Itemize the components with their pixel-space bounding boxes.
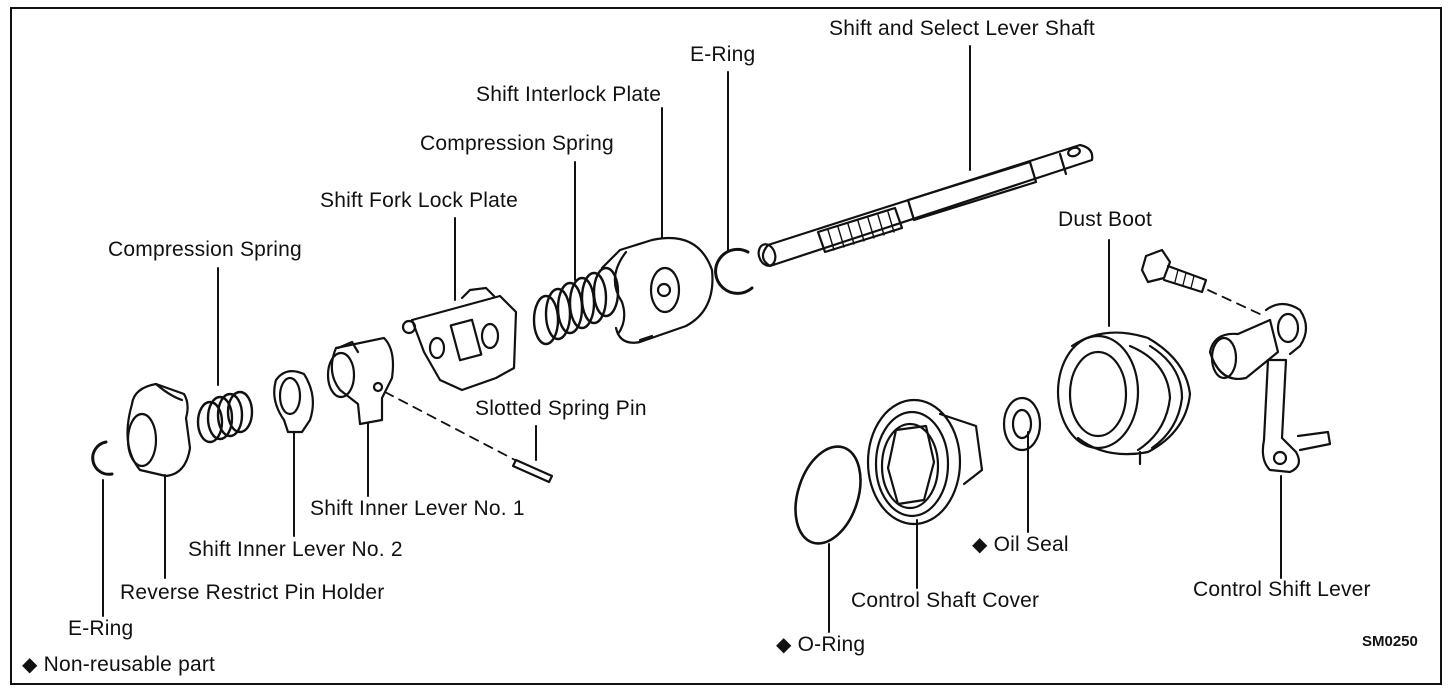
label-shift-interlock-plate: Shift Interlock Plate: [476, 83, 662, 106]
non-reusable-mark-icon: ◆: [972, 534, 988, 556]
label-oil-seal: ◆Oil Seal: [972, 533, 1069, 557]
label-e-ring-bottom: E-Ring: [68, 617, 134, 640]
figure-code: SM0250: [1362, 633, 1418, 650]
shift-interlock-plate: [602, 238, 712, 343]
label-dust-boot: Dust Boot: [1058, 208, 1153, 231]
shift-select-lever-shaft: [756, 145, 1092, 268]
label-shift-inner-lever-no1: Shift Inner Lever No. 1: [310, 497, 525, 520]
o-ring-text: O-Ring: [797, 633, 866, 656]
label-o-ring: ◆O-Ring: [776, 633, 865, 657]
label-compression-spring-top: Compression Spring: [420, 132, 614, 155]
oil-seal: [1004, 398, 1040, 450]
compression-spring-top: [534, 268, 618, 344]
diagram-frame: [10, 7, 1442, 685]
label-shift-select-lever-shaft: Shift and Select Lever Shaft: [829, 17, 1095, 40]
label-e-ring-top: E-Ring: [690, 43, 756, 66]
label-compression-spring-left: Compression Spring: [108, 238, 302, 261]
non-reusable-mark-icon: ◆: [22, 654, 38, 676]
label-shift-fork-lock-plate: Shift Fork Lock Plate: [320, 189, 518, 212]
non-reusable-mark-icon: ◆: [776, 634, 792, 656]
slotted-spring-pin: [513, 460, 552, 482]
label-slotted-spring-pin: Slotted Spring Pin: [475, 397, 647, 420]
oil-seal-text: Oil Seal: [993, 533, 1069, 556]
reverse-restrict-pin-holder: [128, 384, 191, 476]
label-control-shift-lever: Control Shift Lever: [1193, 578, 1371, 601]
e-ring-top: [716, 249, 752, 293]
legend: ◆Non-reusable part: [22, 653, 215, 677]
control-shaft-cover: [868, 400, 982, 524]
dust-boot: [1058, 333, 1190, 464]
compression-spring-left: [198, 392, 252, 442]
shift-fork-lock-plate: [403, 288, 516, 390]
assembly-lines: [385, 290, 1262, 460]
bolt: [1142, 250, 1206, 292]
shift-inner-lever-no1: [328, 338, 393, 424]
shift-inner-lever-no2: [274, 371, 313, 432]
e-ring-bottom: [93, 442, 112, 474]
label-reverse-restrict-pin-holder: Reverse Restrict Pin Holder: [120, 581, 385, 604]
label-control-shaft-cover: Control Shaft Cover: [851, 589, 1040, 612]
legend-text: Non-reusable part: [43, 653, 216, 676]
control-shift-lever: [1210, 304, 1330, 472]
o-ring: [784, 438, 872, 552]
label-shift-inner-lever-no2: Shift Inner Lever No. 2: [188, 538, 403, 561]
leader-lines: [103, 46, 1281, 632]
